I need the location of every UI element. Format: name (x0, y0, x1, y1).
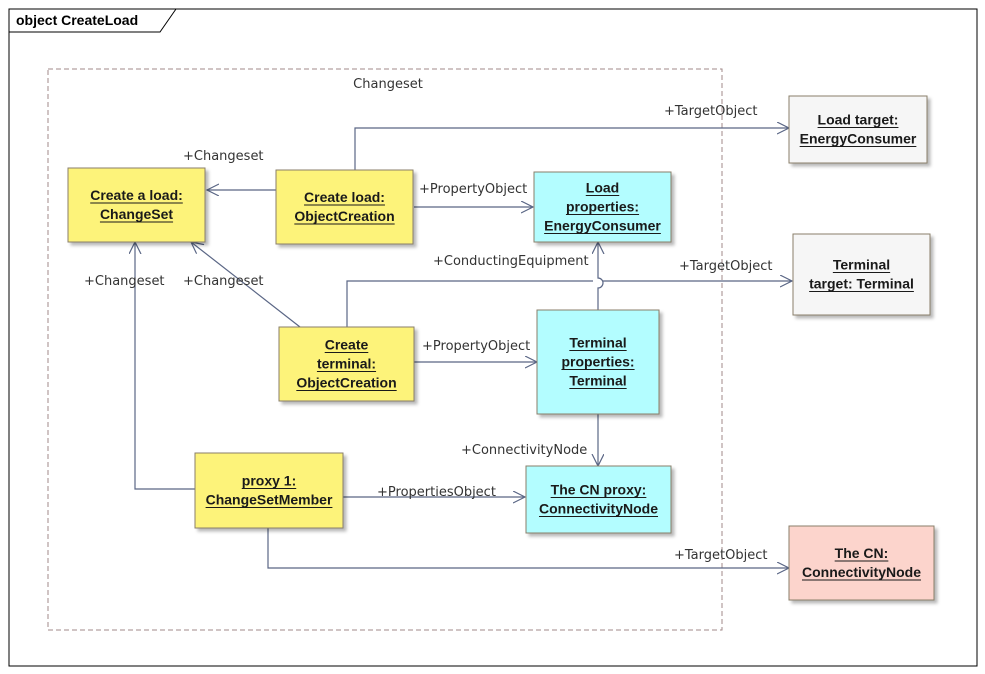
node-label-line: ConnectivityNode (539, 501, 658, 517)
node-box[interactable] (788, 525, 935, 601)
node-label-line: Terminal (569, 335, 626, 351)
role-target-load: +TargetObject (664, 104, 757, 119)
node-box[interactable] (194, 452, 344, 529)
node-create-a-load[interactable]: Create a load: ChangeSet (67, 167, 206, 243)
node-box[interactable] (788, 95, 928, 164)
node-box[interactable] (533, 171, 672, 243)
node-label-line: target: Terminal (809, 276, 914, 292)
boundary-label: Changeset (353, 77, 423, 92)
node-box[interactable] (536, 309, 660, 415)
edges (135, 128, 792, 568)
node-load-properties[interactable]: Load properties: EnergyConsumer (533, 171, 672, 243)
role-labels: +TargetObject +Changeset +PropertyObject… (84, 104, 772, 563)
node-box[interactable] (792, 233, 931, 316)
node-label-line: ConnectivityNode (802, 564, 921, 580)
node-box[interactable] (278, 326, 415, 402)
node-box[interactable] (67, 167, 206, 243)
changeset-boundary: Changeset (47, 68, 723, 631)
role-target-cn: +TargetObject (674, 548, 767, 563)
role-property-load: +PropertyObject (419, 182, 527, 197)
role-target-terminal: +TargetObject (679, 259, 772, 274)
node-terminal-properties[interactable]: Terminal properties: Terminal (536, 309, 660, 415)
role-property-terminal: +PropertyObject (422, 339, 530, 354)
role-changeset-2: +Changeset (84, 274, 165, 289)
role-connectivity-node: +ConnectivityNode (461, 443, 587, 458)
node-the-cn[interactable]: The CN: ConnectivityNode (788, 525, 935, 601)
node-label-line: Terminal (569, 373, 626, 389)
node-label-line: properties: (561, 354, 634, 370)
edge-conducting-equipment (598, 242, 603, 310)
edge-target-terminal (346, 281, 792, 327)
node-proxy-1[interactable]: proxy 1: ChangeSetMember (194, 452, 344, 529)
frame-title: object CreateLoad (16, 12, 138, 28)
node-label-line: properties: (566, 199, 639, 215)
edge-target-load (354, 128, 789, 170)
node-box[interactable] (525, 465, 672, 534)
node-label-line: ChangeSetMember (206, 492, 333, 508)
role-changeset-1: +Changeset (183, 149, 264, 164)
node-load-target[interactable]: Load target: EnergyConsumer (788, 95, 928, 164)
node-label-line: ChangeSet (100, 206, 173, 222)
node-label-line: Create (325, 337, 369, 353)
edge-changeset-3 (135, 242, 195, 490)
node-label-line: terminal: (317, 356, 376, 372)
edge-target-cn (267, 528, 789, 568)
role-conducting-equipment: +ConductingEquipment (433, 254, 589, 269)
node-label-line: EnergyConsumer (544, 218, 661, 234)
node-label-line: ObjectCreation (294, 208, 394, 224)
edge-changeset-2 (191, 242, 301, 328)
node-box[interactable] (275, 169, 414, 245)
node-create-terminal[interactable]: Create terminal: ObjectCreation (278, 326, 415, 402)
node-create-load[interactable]: Create load: ObjectCreation (275, 169, 414, 245)
node-label-line: Load target: (818, 112, 899, 128)
node-cn-proxy[interactable]: The CN proxy: ConnectivityNode (525, 465, 672, 534)
node-label-line: ObjectCreation (296, 375, 396, 391)
node-label-line: The CN proxy: (551, 482, 647, 498)
node-label-line: The CN: (835, 545, 889, 561)
node-label-line: Create a load: (90, 187, 183, 203)
node-terminal-target[interactable]: Terminal target: Terminal (792, 233, 931, 316)
node-label-line: Create load: (304, 189, 385, 205)
node-label-line: EnergyConsumer (800, 131, 917, 147)
role-changeset-3: +Changeset (183, 274, 264, 289)
node-label-line: Load (586, 180, 619, 196)
node-label-line: Terminal (833, 257, 890, 273)
node-label-line: proxy 1: (242, 473, 296, 489)
role-properties-object: +PropertiesObject (377, 485, 496, 500)
